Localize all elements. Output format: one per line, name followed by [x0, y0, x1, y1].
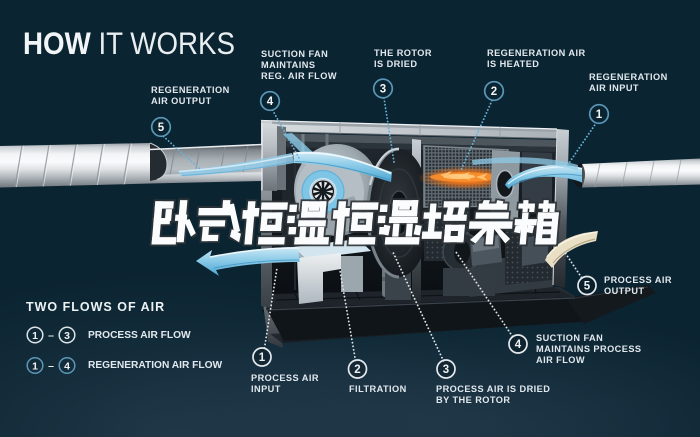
- svg-text:5: 5: [584, 281, 591, 293]
- svg-text:3: 3: [64, 330, 70, 342]
- svg-text:4: 4: [515, 339, 522, 351]
- svg-text:–: –: [48, 330, 54, 342]
- svg-text:1: 1: [259, 352, 266, 364]
- svg-text:4: 4: [267, 96, 274, 108]
- svg-text:1: 1: [596, 109, 603, 121]
- svg-text:1: 1: [32, 330, 38, 342]
- svg-text:5: 5: [158, 122, 165, 134]
- svg-text:2: 2: [354, 364, 360, 376]
- svg-text:–: –: [48, 360, 54, 372]
- svg-text:1: 1: [32, 360, 38, 372]
- svg-text:4: 4: [64, 360, 70, 372]
- svg-text:3: 3: [380, 84, 386, 96]
- svg-text:3: 3: [443, 364, 449, 376]
- svg-text:2: 2: [491, 86, 497, 98]
